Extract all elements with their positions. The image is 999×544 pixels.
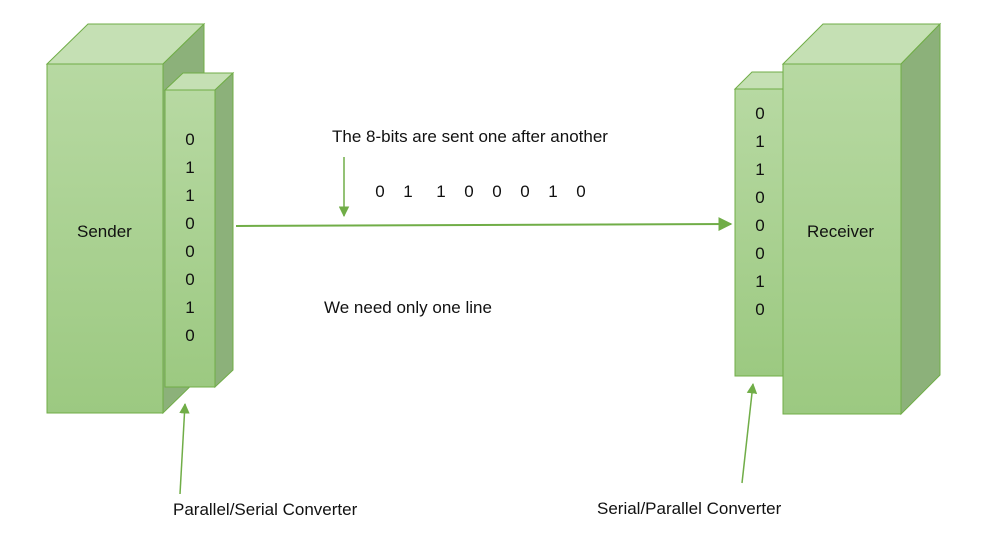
receiver-block-front [782,63,902,415]
ps-bit: 1 [185,158,195,177]
ps-bit: 0 [185,326,195,345]
sender-block-front [46,63,164,414]
ps-converter-front [164,89,216,388]
serial-bit: 1 [403,182,413,201]
serial-bit: 0 [492,182,502,201]
sp-converter-label: Serial/Parallel Converter [597,499,782,518]
serial-bit: 1 [548,182,558,201]
ps-converter-label: Parallel/Serial Converter [173,500,358,519]
ps-bit: 1 [185,186,195,205]
sp-bit: 1 [755,160,765,179]
parallel-serial-converter [163,71,235,389]
ps-bit: 0 [185,214,195,233]
sp-bit: 1 [755,272,765,291]
receiver-block [781,22,942,416]
sp-bit: 0 [755,216,765,235]
sp-bit: 0 [755,188,765,207]
ps-bit: 0 [185,130,195,149]
ps-converter-pointer-arrow [179,402,190,495]
receiver-label: Receiver [807,222,875,241]
transmission-line-arrow [235,217,733,232]
ps-bit: 0 [185,242,195,261]
sp-bit: 0 [755,244,765,263]
sp-bit: 0 [755,300,765,319]
serial-bit: 0 [576,182,586,201]
ps-converter-side [214,71,234,389]
sender-label: Sender [77,222,132,241]
serial-bit: 1 [436,182,446,201]
sp-bit: 1 [755,132,765,151]
line-caption: The 8-bits are sent one after another [332,127,608,146]
sp-bit: 0 [755,104,765,123]
sp-converter-pointer-arrow [741,382,758,484]
ps-bit: 0 [185,270,195,289]
ps-bit: 1 [185,298,195,317]
sp-converter-front [734,88,784,377]
serial-bit: 0 [520,182,530,201]
line-note: We need only one line [324,298,492,317]
receiver-block-side [900,22,941,416]
serial-bit: 0 [464,182,474,201]
serial-bit: 0 [375,182,385,201]
